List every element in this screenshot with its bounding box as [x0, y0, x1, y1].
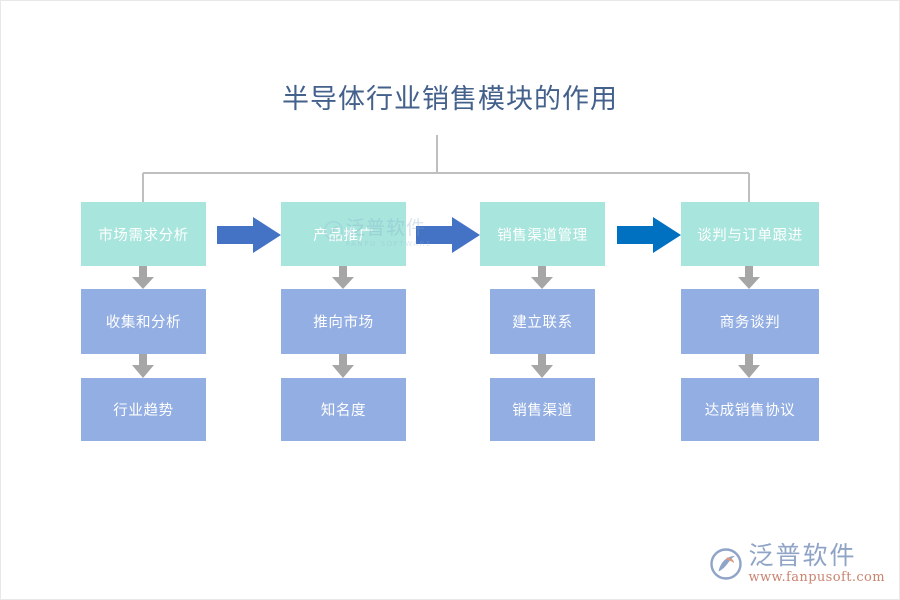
step-box-col2-1[interactable]: 推向市场 [281, 289, 406, 354]
step-box-col2-2[interactable]: 知名度 [281, 378, 406, 441]
title-bracket-connector [142, 135, 750, 202]
step-label: 行业趋势 [113, 403, 174, 419]
step-box-col1-2[interactable]: 行业趋势 [81, 378, 206, 441]
stage-box-negotiation-and-order-tracking[interactable]: 谈判与订单跟进 [681, 202, 819, 266]
page-title: 半导体行业销售模块的作用 [282, 84, 618, 115]
step-arrow-col1-1 [132, 266, 154, 289]
stage-arrow-1-to-2 [217, 217, 281, 253]
stage-label: 谈判与订单跟进 [697, 227, 803, 244]
step-arrow-col4-2 [738, 354, 760, 378]
step-label: 商务谈判 [719, 315, 781, 331]
stage-box-product-promotion[interactable]: 产品推广 [281, 202, 406, 266]
step-label: 达成销售协议 [704, 403, 796, 419]
step-arrow-col3-1 [531, 266, 553, 289]
step-box-col3-1[interactable]: 建立联系 [490, 289, 595, 354]
step-arrow-col2-1 [332, 266, 354, 289]
step-box-col3-2[interactable]: 销售渠道 [490, 378, 595, 441]
stage-label: 市场需求分析 [98, 227, 189, 244]
step-arrow-col2-2 [332, 354, 354, 378]
step-arrow-col1-2 [132, 354, 154, 378]
step-label: 收集和分析 [105, 315, 182, 331]
step-box-col4-1[interactable]: 商务谈判 [681, 289, 819, 354]
stage-box-sales-channel-management[interactable]: 销售渠道管理 [480, 202, 605, 266]
step-arrow-col3-2 [531, 354, 553, 378]
stage-arrow-2-to-3 [416, 217, 480, 253]
step-label: 推向市场 [313, 315, 374, 331]
step-box-col4-2[interactable]: 达成销售协议 [681, 378, 819, 441]
stage-label: 销售渠道管理 [497, 227, 588, 244]
stage-label: 产品推广 [313, 227, 374, 244]
step-label: 知名度 [320, 403, 367, 419]
step-label: 建立联系 [512, 315, 573, 331]
step-arrow-col4-1 [738, 266, 760, 289]
stage-box-market-demand-analysis[interactable]: 市场需求分析 [81, 202, 206, 266]
step-box-col1-1[interactable]: 收集和分析 [81, 289, 206, 354]
stage-arrow-3-to-4 [617, 217, 681, 253]
step-label: 销售渠道 [512, 403, 573, 419]
